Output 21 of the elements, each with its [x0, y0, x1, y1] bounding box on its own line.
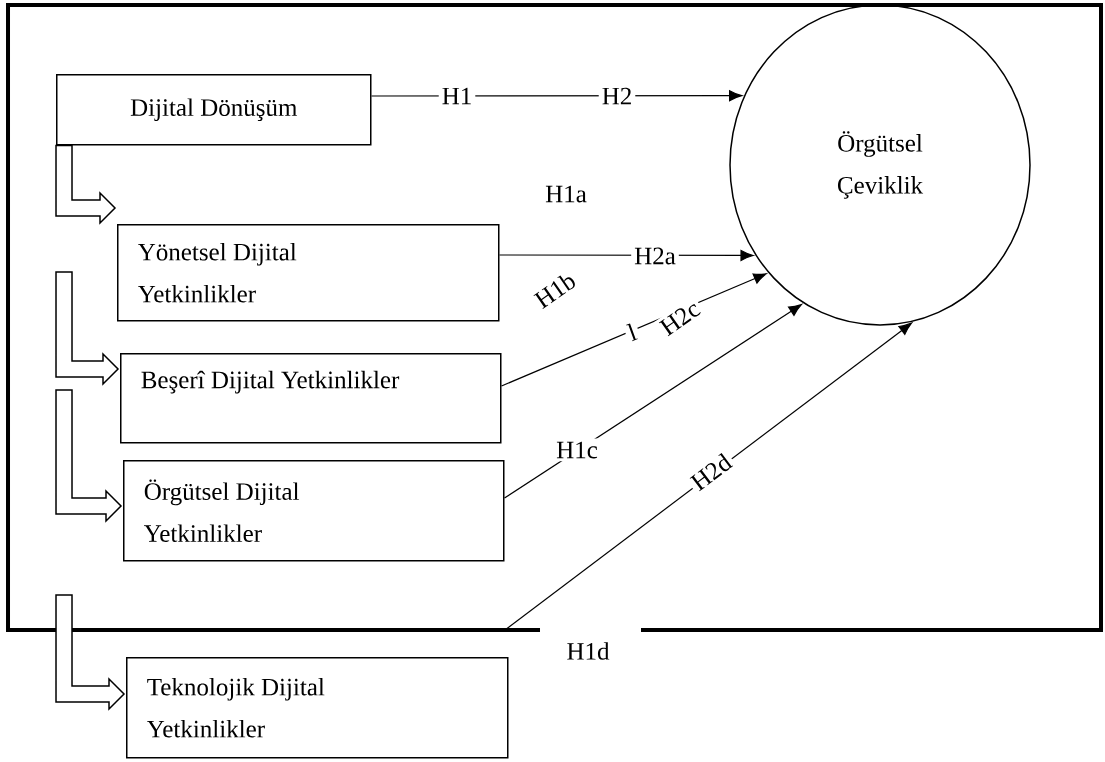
hollow-arrow	[55, 271, 120, 386]
hypothesis-label: H2	[598, 84, 636, 108]
concept-box: Teknolojik Dijital Yetkinlikler	[126, 657, 509, 759]
concept-box: Dijital Dönüşüm	[56, 74, 372, 146]
concept-box: Beşerî Dijital Yetkinlikler	[120, 353, 502, 444]
hypothesis-label: l	[621, 318, 643, 346]
hollow-arrow	[55, 389, 123, 523]
hypothesis-label: H1a	[542, 182, 590, 206]
hollow-arrow	[55, 144, 117, 225]
edge-label: H1	[438, 84, 476, 108]
hollow-arrow	[55, 594, 126, 711]
arrow	[504, 322, 913, 631]
edge-label: H2d	[684, 447, 738, 497]
concept-box: Örgütsel Dijital Yetkinlikler	[123, 460, 505, 562]
hypothesis-label: H1b	[528, 266, 582, 314]
edge-label: H2a	[631, 244, 679, 268]
hypothesis-label: H1d	[563, 639, 613, 663]
arrow	[503, 304, 802, 499]
edge-label: H2c	[653, 295, 707, 341]
edge-label: H1c	[553, 438, 601, 462]
concept-box: Yönetsel Dijital Yetkinlikler	[117, 224, 500, 322]
